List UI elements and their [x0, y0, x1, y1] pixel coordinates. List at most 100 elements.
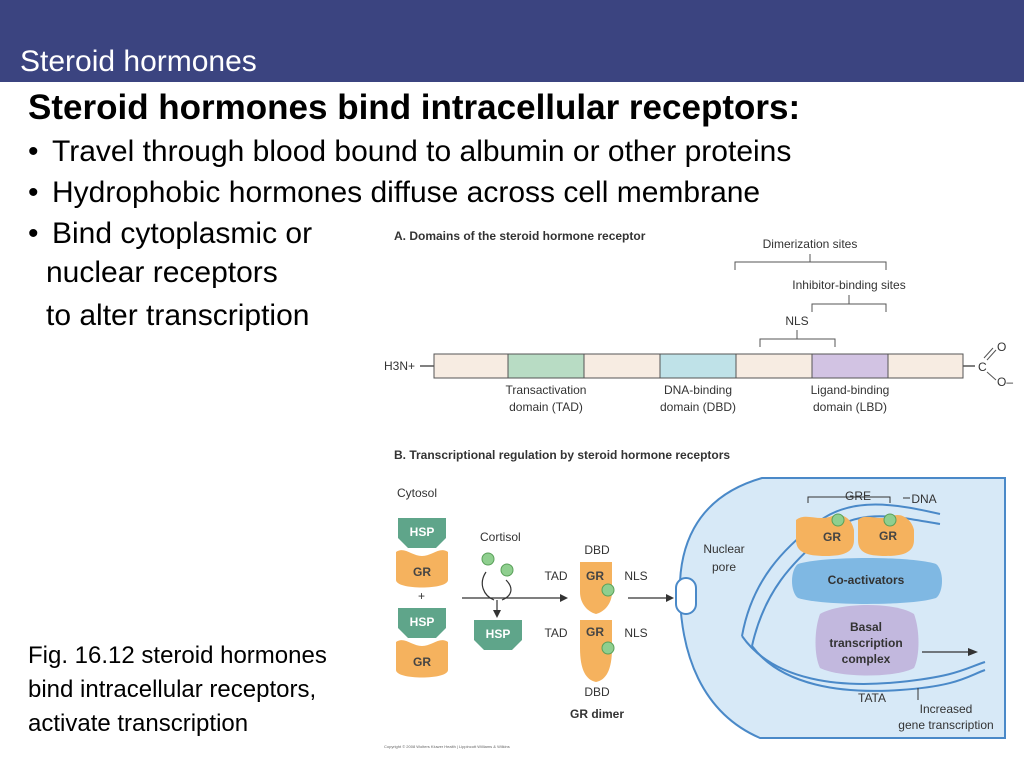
nls-top-label: NLS	[624, 569, 647, 583]
c-terminus-oxygen: O	[997, 340, 1006, 354]
gr-label: GR	[586, 625, 604, 639]
c-terminus-oxide: O–	[997, 375, 1013, 389]
increased-label: gene transcription	[898, 718, 993, 732]
bullet-continuation: nuclear receptors	[46, 256, 278, 289]
tad-bottom-label: TAD	[544, 626, 567, 640]
gr-label: GR	[879, 529, 897, 543]
basal-label: Basal	[850, 620, 882, 634]
cytosol-label: Cytosol	[397, 486, 437, 500]
released-hsp	[474, 620, 522, 650]
cortisol-label: Cortisol	[480, 530, 521, 544]
bullet-dot: •	[28, 176, 39, 209]
hsp-label: HSP	[486, 627, 511, 641]
linker-segment	[583, 353, 661, 379]
coactivators	[792, 558, 942, 604]
cortisol-molecule	[481, 552, 495, 566]
hsp-label: HSP	[410, 615, 435, 629]
gre-bracket	[807, 496, 891, 503]
gr-label: GR	[823, 530, 841, 544]
linker-segment	[887, 353, 964, 379]
receptor-domain-bar	[433, 353, 964, 379]
hsp-protein	[398, 608, 446, 638]
dimerization-bracket	[734, 261, 887, 270]
nuclear-pore	[675, 577, 697, 615]
hsp-protein	[398, 518, 446, 548]
bullet-dot: •	[28, 217, 39, 250]
tad-segment	[507, 353, 585, 379]
dbd-top-label: DBD	[584, 543, 610, 557]
nuclear-pore-label: pore	[712, 560, 736, 574]
copyright-notice: Copyright © 2008 Wolters Kluwer Health |…	[384, 744, 510, 749]
hsp-gr-complex: HSP GR	[396, 518, 448, 588]
cortisol-molecule	[500, 563, 514, 577]
bullet-text: Hydrophobic hormones diffuse across cell…	[52, 176, 761, 209]
hsp-label: HSP	[410, 525, 435, 539]
increased-label: Increased	[920, 702, 973, 716]
c-terminus-carbon: C	[978, 360, 987, 374]
cortisol-entry-arrow	[501, 579, 512, 601]
dbd-label: DNA-binding	[664, 383, 732, 397]
nuclear-pore-label: Nuclear	[703, 542, 744, 556]
nls-bracket	[759, 338, 836, 347]
cortisol-entry-arrow	[481, 571, 495, 601]
gr-monomer	[580, 562, 612, 614]
figure-caption-line: activate transcription	[28, 710, 249, 737]
gre-label: GRE	[845, 489, 871, 503]
dna-strand	[741, 635, 986, 685]
basal-label: transcription	[829, 636, 902, 650]
basal-label: complex	[842, 652, 891, 666]
basal-transcription-complex	[815, 605, 919, 676]
arrow-head	[560, 594, 568, 602]
tata-label: TATA	[858, 691, 886, 705]
bullet-dot: •	[28, 135, 39, 168]
carbonyl-bond	[983, 347, 994, 359]
dimerization-label: Dimerization sites	[763, 237, 858, 251]
gr-protein	[396, 640, 448, 678]
arrow-head	[968, 648, 978, 656]
dna-label: DNA	[911, 492, 936, 506]
bullet-item: • Bind cytoplasmic or	[28, 216, 312, 252]
tad-top-label: TAD	[544, 569, 567, 583]
bullet-item: • Hydrophobic hormones diffuse across cel…	[28, 175, 760, 211]
figure-caption-line: Fig. 16.12 steroid hormones	[28, 642, 327, 669]
arrow-head	[493, 610, 501, 618]
lbd-segment	[811, 353, 889, 379]
linker-segment	[735, 353, 813, 379]
tad-label: Transactivation	[506, 383, 587, 397]
carbonyl-bond	[986, 349, 997, 361]
lbd-label: Ligand-binding	[811, 383, 890, 397]
bound-cortisol	[883, 513, 897, 527]
bullet-continuation: to alter transcription	[46, 299, 310, 332]
gr-dimer-label: GR dimer	[570, 707, 624, 721]
dna-strand	[751, 645, 986, 692]
gr-monomer	[580, 620, 612, 682]
panel-b-title: B. Transcriptional regulation by steroid…	[394, 448, 730, 462]
coactivators-label: Co-activators	[828, 573, 905, 587]
title-bar: Steroid hormones	[0, 0, 1024, 82]
bullet-text: Bind cytoplasmic or	[52, 217, 313, 250]
tad-label: domain (TAD)	[509, 400, 583, 414]
gr-label: GR	[413, 655, 431, 669]
linker-segment	[433, 353, 509, 379]
figure-caption-line: bind intracellular receptors,	[28, 676, 317, 703]
bound-cortisol	[831, 513, 845, 527]
slide-heading: Steroid hormones bind intracellular rece…	[28, 88, 801, 127]
nls-label: NLS	[785, 314, 808, 328]
inhibitor-bracket	[811, 303, 887, 312]
bound-cortisol	[601, 641, 615, 655]
gr-protein	[396, 550, 448, 588]
bullet-text: Travel through blood bound to albumin or…	[52, 135, 792, 168]
dbd-segment	[659, 353, 737, 379]
section-title: Steroid hormones	[20, 45, 257, 78]
dbd-bottom-label: DBD	[584, 685, 610, 699]
bound-cortisol	[601, 583, 615, 597]
n-terminus-label: H3N+	[384, 359, 415, 373]
panel-a-title: A. Domains of the steroid hormone recept…	[394, 229, 646, 243]
nuclear-gr	[858, 514, 914, 556]
arrow-head	[666, 594, 674, 602]
gr-label: GR	[586, 569, 604, 583]
plus-sign: +	[418, 589, 425, 603]
inhibitor-label: Inhibitor-binding sites	[792, 278, 905, 292]
lbd-label: domain (LBD)	[813, 400, 887, 414]
